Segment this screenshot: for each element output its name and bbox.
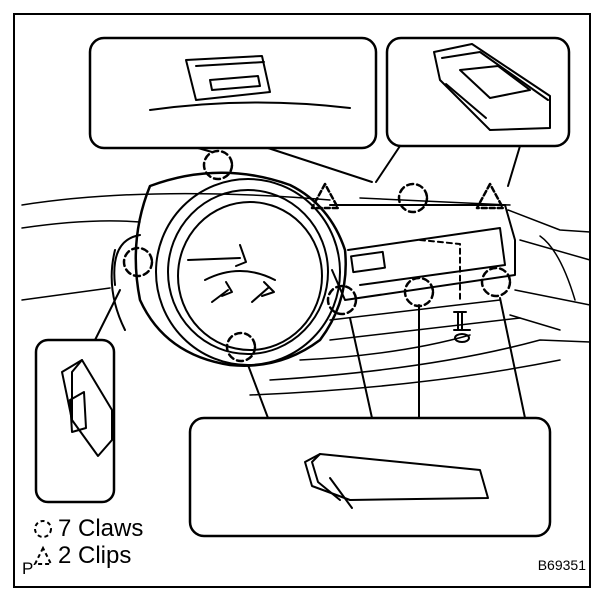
- legend-clips-label: 2 Clips: [58, 542, 132, 569]
- clip-marker: [475, 182, 505, 210]
- dashed-circle-icon: [34, 520, 52, 538]
- legend-claws: 7 Claws: [32, 517, 143, 541]
- callout-left: [34, 289, 121, 504]
- clip-markers: [310, 182, 505, 210]
- claw-marker: [403, 276, 435, 308]
- claw-markers: [122, 149, 512, 363]
- claw-marker: [225, 331, 257, 363]
- gauge-needles: [187, 244, 276, 303]
- claw-marker: [326, 284, 358, 316]
- claw-marker: [397, 182, 429, 214]
- claw-marker: [122, 246, 154, 278]
- legend-clips: 2 Clips: [32, 544, 131, 568]
- cluster-hood: [110, 171, 347, 367]
- figure-frame: [13, 13, 591, 588]
- claw-marker: [480, 266, 512, 298]
- dashboard-body: [21, 192, 591, 396]
- legend-claws-label: 7 Claws: [58, 515, 144, 542]
- corner-letter: P: [22, 559, 34, 578]
- clip-marker: [310, 182, 340, 210]
- figure-code: B69351: [537, 557, 586, 573]
- callout-bottom: [188, 297, 552, 538]
- callout-top-left: [88, 36, 378, 183]
- center-panel: [329, 204, 516, 343]
- dashed-triangle-icon: [33, 545, 53, 565]
- claw-marker: [202, 149, 234, 181]
- callout-top-right: [375, 36, 571, 187]
